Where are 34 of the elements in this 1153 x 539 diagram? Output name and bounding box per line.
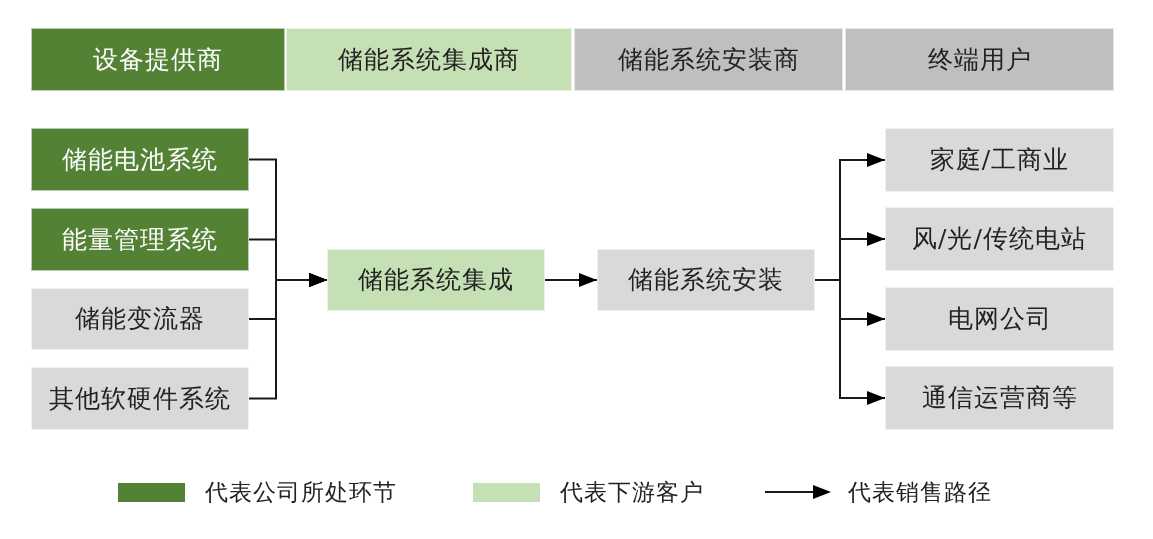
- box-label: 储能电池系统: [62, 144, 218, 175]
- stage-header: [574, 28, 843, 91]
- legend-text: 代表公司所处环节: [205, 477, 397, 507]
- box-label: 电网公司: [947, 304, 1052, 334]
- box-label: 家庭/工商业: [929, 145, 1070, 175]
- stage-header: [845, 28, 1114, 91]
- process-box: [327, 249, 545, 311]
- process-box: [597, 249, 815, 311]
- box-label: 通信运营商等: [921, 383, 1078, 413]
- legend-text: 代表销售路径: [848, 477, 992, 507]
- process-box: [885, 287, 1114, 351]
- stage-header: [31, 28, 285, 91]
- box-label: 储能系统集成: [358, 265, 514, 295]
- process-box: [31, 208, 249, 271]
- process-box: [885, 128, 1114, 192]
- box-label: 储能变流器: [75, 304, 205, 334]
- arrow: [248, 273, 328, 400]
- box-label: 储能系统安装: [628, 265, 784, 295]
- process-box: [31, 288, 249, 350]
- box-label: 其他软硬件系统: [49, 383, 231, 414]
- box-label: 能量管理系统: [62, 224, 218, 255]
- arrow: [814, 279, 886, 405]
- stage-header: [286, 28, 572, 91]
- box-label: 储能系统安装商: [617, 44, 800, 75]
- process-box: [31, 128, 249, 191]
- box-label: 设备提供商: [93, 44, 223, 75]
- process-box: [885, 207, 1114, 271]
- process-box: [885, 366, 1114, 430]
- box-label: 风/光/传统电站: [912, 224, 1087, 254]
- legend-text: 代表下游客户: [560, 477, 704, 507]
- box-label: 终端用户: [927, 44, 1032, 75]
- process-box: [31, 367, 249, 430]
- arrow: [544, 273, 598, 287]
- box-label: 储能系统集成商: [338, 44, 520, 75]
